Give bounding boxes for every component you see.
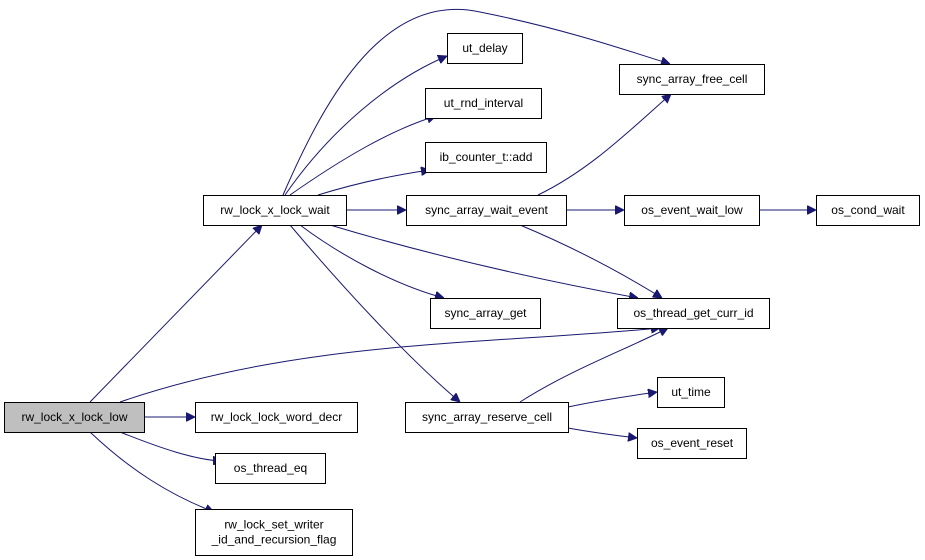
node-box [425,142,547,173]
node-label: sync_array_free_cell [637,72,748,86]
node-label: sync_array_get [444,306,527,320]
node-label: os_thread_eq [234,461,307,475]
edge-sync_array_reserve_cell-to-os_thread_get_curr_id [519,328,668,403]
node-box [195,402,358,433]
node-box [617,298,770,329]
node-ut_time[interactable]: ut_time [657,377,725,408]
node-label: os_thread_get_curr_id [633,306,753,320]
node-os_cond_wait[interactable]: os_cond_wait [816,195,920,226]
node-sync_array_reserve_cell[interactable]: sync_array_reserve_cell [405,402,569,433]
node-label: ut_delay [462,41,507,55]
nodes-layer: rw_lock_x_lock_low rw_lock_x_lock_wait rw_… [4,33,920,556]
node-label: ib_counter_t::add [440,150,533,164]
edge-rw_lock_x_lock_low-to-rw_lock_set_writer_id_and_recursion_flag [89,431,214,512]
node-label: os_event_reset [651,436,734,450]
node-sync_array_free_cell[interactable]: sync_array_free_cell [619,64,765,95]
edge-sync_array_wait_event-to-os_thread_get_curr_id [519,224,662,298]
node-box [425,88,542,119]
node-ut_delay[interactable]: ut_delay [447,33,523,64]
node-label: rw_lock_x_lock_wait [220,203,330,217]
node-box [4,402,145,433]
edge-rw_lock_x_lock_wait-to-sync_array_free_cell [282,9,670,196]
edge-rw_lock_x_lock_wait-to-ut_rnd_interval [289,116,436,196]
node-sync_array_get[interactable]: sync_array_get [430,298,541,329]
edge-rw_lock_x_lock_wait-to-ut_delay [284,56,447,196]
node-label: sync_array_reserve_cell [422,410,552,424]
node-box [657,377,725,408]
edge-rw_lock_x_lock_wait-to-os_thread_get_curr_id [329,224,638,298]
node-os_thread_get_curr_id[interactable]: os_thread_get_curr_id [617,298,770,329]
node-label: ut_rnd_interval [444,96,523,110]
node-box [637,428,747,459]
node-ib_counter_t_add[interactable]: ib_counter_t::add [425,142,547,173]
edge-rw_lock_x_lock_low-to-os_thread_get_curr_id [119,328,660,403]
node-label: rw_lock_set_writer [224,518,323,532]
edge-rw_lock_x_lock_wait-to-sync_array_reserve_cell [289,224,460,402]
node-ut_rnd_interval[interactable]: ut_rnd_interval [425,88,542,119]
node-label: os_event_wait_low [641,203,743,217]
edge-rw_lock_x_lock_low-to-rw_lock_x_lock_wait [89,225,262,403]
node-label: rw_lock_x_lock_low [21,410,127,424]
edge-sync_array_reserve_cell-to-os_event_reset [567,427,637,438]
node-label: ut_time [671,385,711,399]
node-box [430,298,541,329]
edge-sync_array_reserve_cell-to-ut_time [567,392,657,408]
node-label: os_cond_wait [831,203,905,217]
node-label: rw_lock_lock_word_decr [211,410,342,424]
node-label: sync_array_wait_event [425,203,548,217]
node-sync_array_wait_event[interactable]: sync_array_wait_event [406,195,567,226]
node-box [624,195,760,226]
node-box [405,402,569,433]
node-os_thread_eq[interactable]: os_thread_eq [215,453,326,484]
node-box [619,64,765,95]
node-rw_lock_x_lock_low[interactable]: rw_lock_x_lock_low [4,402,145,433]
edge-rw_lock_x_lock_low-to-os_thread_eq [119,431,222,461]
edge-rw_lock_x_lock_wait-to-ib_counter_t_add [317,170,430,196]
node-box [406,195,567,226]
node-box [816,195,920,226]
node-label: _id_and_recursion_flag [211,533,337,547]
node-os_event_wait_low[interactable]: os_event_wait_low [624,195,760,226]
edges-layer [89,9,816,512]
node-box [203,195,347,226]
edge-rw_lock_x_lock_wait-to-sync_array_get [299,224,444,298]
node-box [215,453,326,484]
edge-sync_array_wait_event-to-sync_array_free_cell [537,94,671,196]
node-box [195,509,353,556]
node-rw_lock_lock_word_decr[interactable]: rw_lock_lock_word_decr [195,402,358,433]
node-box [447,33,523,64]
node-rw_lock_set_writer_id_and_recursion_flag[interactable]: rw_lock_set_writer_id_and_recursion_flag [195,509,353,556]
node-rw_lock_x_lock_wait[interactable]: rw_lock_x_lock_wait [203,195,347,226]
node-os_event_reset[interactable]: os_event_reset [637,428,747,459]
